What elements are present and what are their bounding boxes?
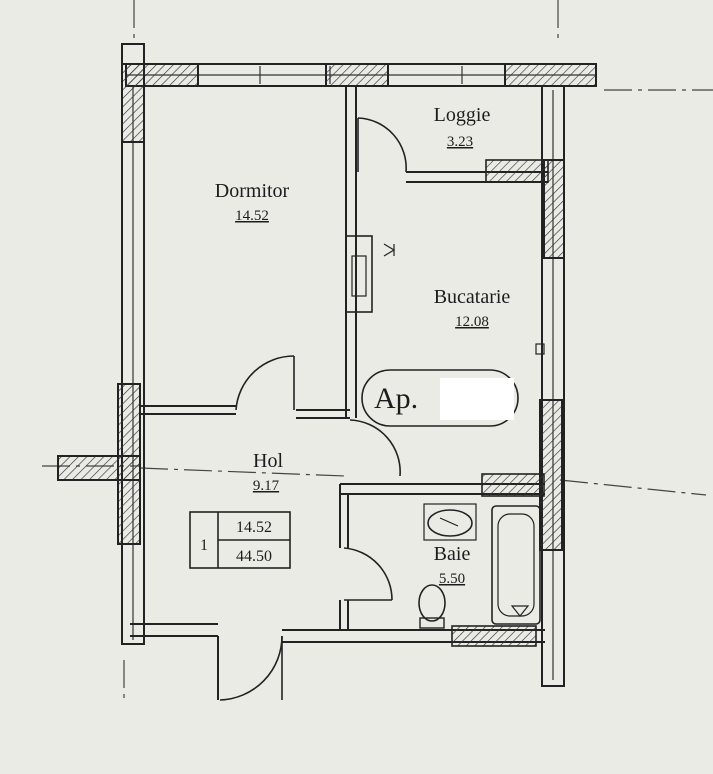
area-summary-table: 1 14.52 44.50 <box>189 511 291 569</box>
room-area-kitchen: 12.08 <box>455 314 489 330</box>
bathtub <box>491 505 541 625</box>
room-bedroom: Dormitor 14.52 <box>215 180 290 224</box>
apartment-label-bubble: Ap. <box>361 369 519 427</box>
room-name-loggia: Loggie <box>434 104 491 126</box>
room-hall: Hol 9.17 <box>253 450 284 494</box>
room-loggia: Loggie 3.23 <box>434 104 491 150</box>
summary-room-count: 1 <box>200 537 208 554</box>
kitchen-fixtures <box>383 243 545 355</box>
doors <box>219 117 407 701</box>
redacted-apartment-number <box>440 378 514 420</box>
room-bathroom: Baie 5.50 <box>434 543 471 587</box>
summary-total-area: 44.50 <box>236 548 272 565</box>
outer-walls <box>57 43 597 700</box>
room-name-bedroom: Dormitor <box>215 180 290 202</box>
apartment-label: Ap. <box>374 382 418 415</box>
summary-living-area: 14.52 <box>236 519 272 536</box>
room-area-bathroom: 5.50 <box>439 571 465 587</box>
room-area-bedroom: 14.52 <box>235 208 269 224</box>
room-area-loggia: 3.23 <box>447 134 473 150</box>
sink <box>423 503 477 541</box>
room-name-hall: Hol <box>253 450 283 472</box>
room-name-kitchen: Bucatarie <box>434 286 511 308</box>
room-area-hall: 9.17 <box>253 478 280 494</box>
interior-walls <box>140 86 549 630</box>
room-kitchen: Bucatarie 12.08 <box>434 286 511 330</box>
room-name-bathroom: Baie <box>434 543 471 565</box>
toilet <box>418 584 446 629</box>
